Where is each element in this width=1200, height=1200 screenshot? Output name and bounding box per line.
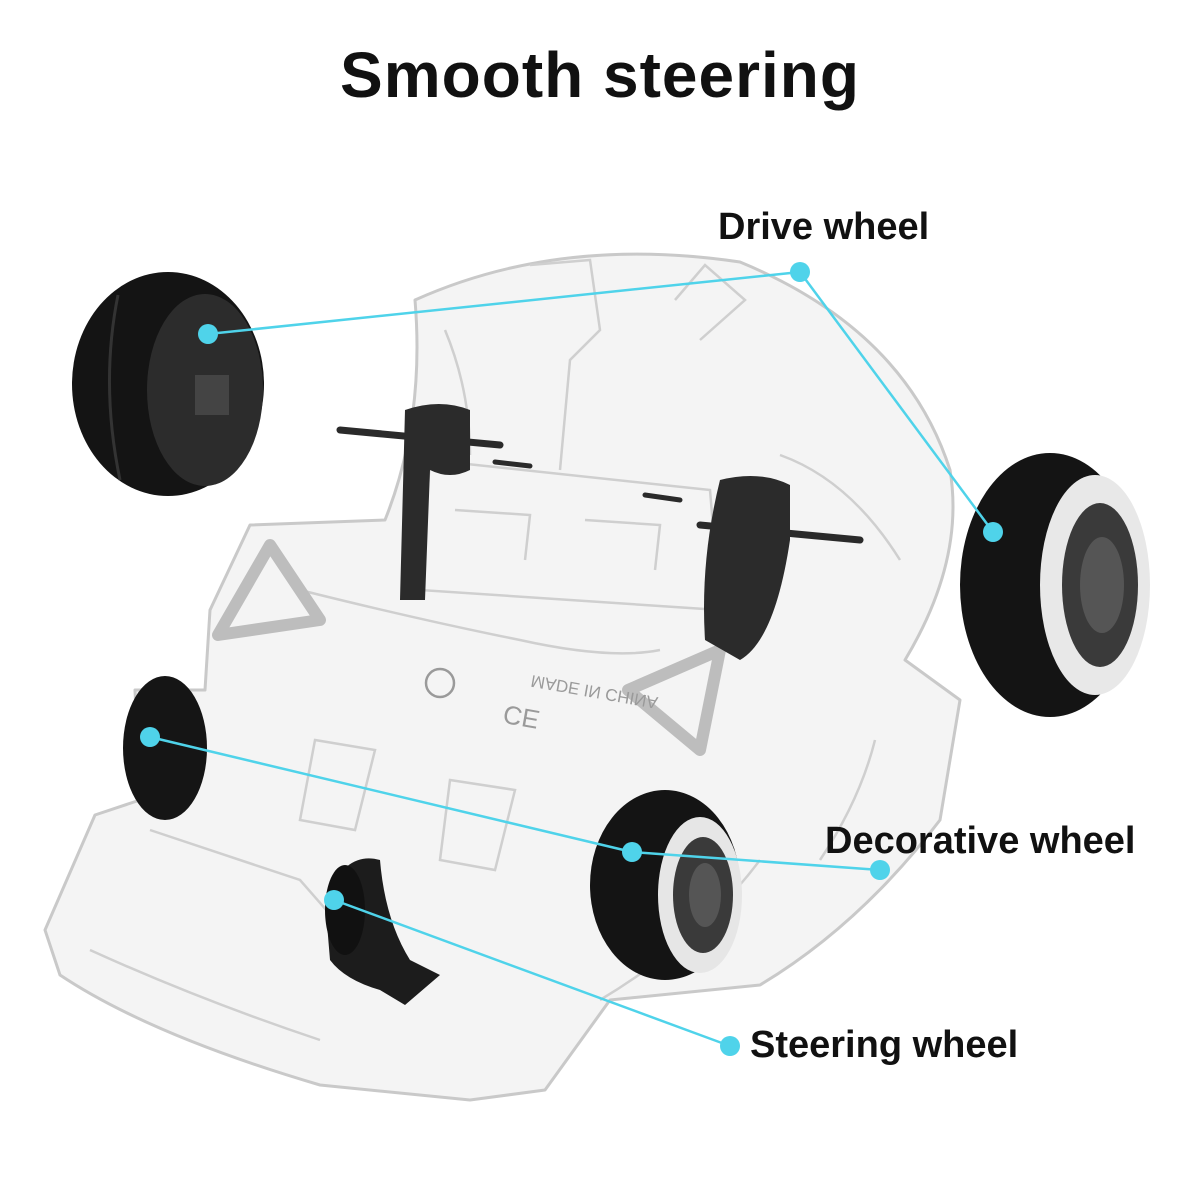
decorative-wheel-label: Decorative wheel: [825, 820, 1136, 862]
ce-marking: CE: [501, 699, 542, 735]
callout-lines: [149, 270, 995, 1048]
steering-caster: [325, 858, 440, 1005]
callout-dots: [140, 262, 1003, 1056]
drive-wheel-label: Drive wheel: [718, 206, 930, 248]
drive-wheel-right: [960, 453, 1150, 717]
decorative-wheel-left: [123, 676, 207, 820]
drive-motor: [400, 404, 790, 660]
page-title: Smooth steering: [340, 39, 860, 111]
triangle-bracket: [212, 539, 726, 756]
chassis-details: [89, 258, 902, 1042]
drive-wheel-left: [72, 272, 264, 496]
steering-wheel-label: Steering wheel: [750, 1024, 1019, 1066]
